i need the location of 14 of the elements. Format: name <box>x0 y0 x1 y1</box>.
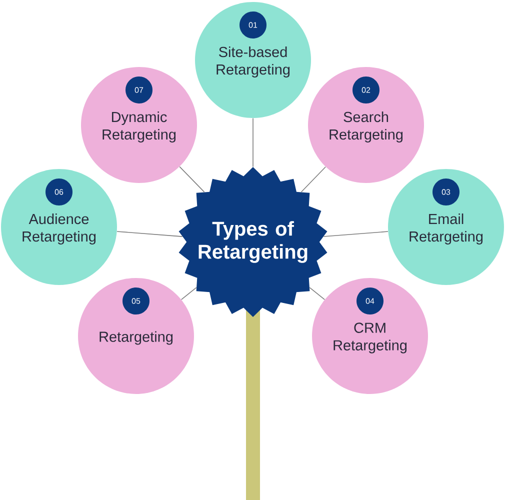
connector-line <box>323 231 388 237</box>
connector-line <box>309 287 326 300</box>
number-badge: 02 <box>352 76 380 104</box>
connector-line <box>116 231 183 237</box>
connector-line <box>180 287 197 300</box>
number-badge: 05 <box>122 288 150 314</box>
number-badge: 01 <box>240 12 266 38</box>
connector-line <box>300 166 326 192</box>
connector-line <box>179 166 205 192</box>
number-badge: 03 <box>432 178 460 206</box>
number-badge: 07 <box>126 76 152 104</box>
connector-line <box>252 118 254 168</box>
number-badge: 04 <box>356 288 384 314</box>
number-badge: 06 <box>46 178 72 206</box>
